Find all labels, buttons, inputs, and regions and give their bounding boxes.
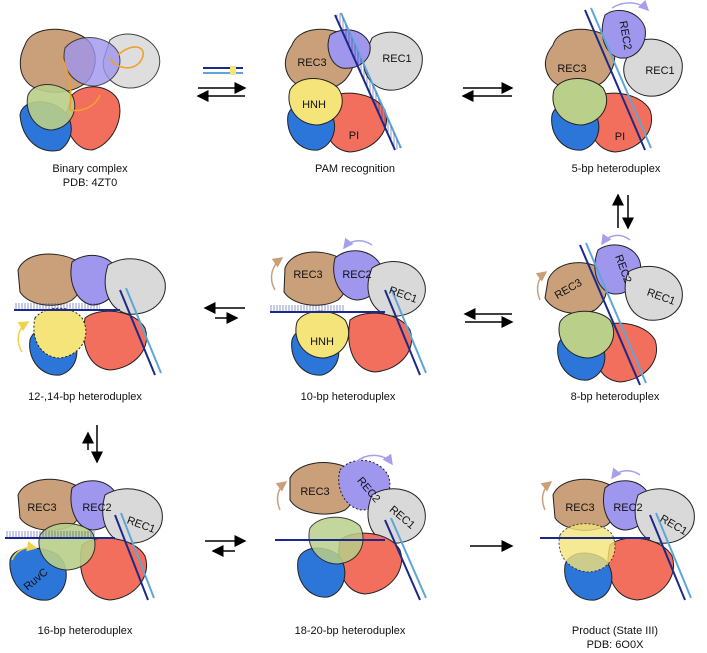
pam-glyph <box>230 66 236 75</box>
rec3-motion-arrow <box>270 257 284 291</box>
rec3-domain <box>544 28 616 91</box>
hnh-domain <box>552 78 608 126</box>
label-rec3: REC3 <box>297 57 326 69</box>
non-target-dna-strand <box>120 512 155 599</box>
caption-pam: PAM recognition <box>315 163 395 175</box>
rec3-motion-arrow <box>275 481 288 511</box>
label-rec2: REC2 <box>82 502 111 514</box>
panel-18-20bp-heteroduplex: REC3 REC2 REC1 <box>275 453 427 601</box>
target-dna-strand <box>384 519 421 601</box>
label-rec3: REC3 <box>27 502 56 514</box>
rec1-domain <box>624 265 683 321</box>
caption-bp8: 8-bp heteroduplex <box>571 391 660 403</box>
rec3-motion-arrow <box>535 271 548 301</box>
panel-5bp-heteroduplex: REC2 REC3 REC1 PI <box>544 0 683 153</box>
label-hnh: HNH <box>310 336 334 348</box>
caption-bp5: 5-bp heteroduplex <box>572 163 661 175</box>
rec1-domain <box>367 261 426 317</box>
label-rec1: REC1 <box>382 53 411 65</box>
caption-bp10: 10-bp heteroduplex <box>301 391 396 403</box>
dna-rungs <box>335 12 401 151</box>
guide-rna <box>61 46 144 112</box>
rec1-domain <box>634 488 695 544</box>
non-target-dna-strand <box>340 12 402 149</box>
non-target-dna-strand <box>390 287 427 374</box>
rec2-domain <box>601 10 646 59</box>
label-hnh: HNH <box>302 99 326 111</box>
caption-product-line1: Product (State III) <box>572 625 658 637</box>
rec2-motion-arrow <box>611 0 650 12</box>
rec2-motion-arrow <box>611 467 641 480</box>
non-target-dna-strand <box>125 287 162 374</box>
label-pi: PI <box>615 131 625 143</box>
non-target-dna-strand <box>590 7 652 149</box>
hnh-domain <box>288 78 343 126</box>
rec1-domain <box>623 38 683 97</box>
panel-12-14bp-heteroduplex <box>14 253 166 376</box>
target-dna-strand <box>384 289 421 376</box>
label-rec3: REC3 <box>565 502 594 514</box>
equilibrium-12bp-16bp <box>82 425 103 464</box>
label-rec2: REC2 <box>616 20 633 51</box>
rec1-domain <box>104 258 166 315</box>
rec2-motion-arrow <box>343 237 373 250</box>
rec3-motion-arrow <box>540 481 553 511</box>
caption-bp12: 12-,14-bp heteroduplex <box>28 391 142 403</box>
hnh-domain <box>558 523 616 573</box>
label-rec1: REC1 <box>645 65 674 77</box>
target-dna-strand <box>114 514 149 601</box>
label-rec3: REC3 <box>300 486 329 498</box>
panel-8bp-heteroduplex: REC2 REC3 REC1 <box>535 233 683 386</box>
hnh-domain <box>33 307 87 359</box>
equilibrium-10bp-12bp <box>203 302 245 324</box>
label-rec3: REC3 <box>557 63 586 75</box>
panel-product-state-iii: REC3 REC2 REC1 <box>540 467 695 601</box>
equilibrium-pam-5bp <box>461 82 514 102</box>
target-dna-strand <box>579 244 641 386</box>
rec2-domain <box>63 36 121 87</box>
target-dna-strand <box>584 9 646 151</box>
label-rec2: REC2 <box>342 269 371 281</box>
equilibrium-8bp-10bp <box>463 308 514 328</box>
caption-bp18: 18-20-bp heteroduplex <box>295 625 406 637</box>
hnh-domain <box>558 310 615 359</box>
rec1-domain <box>102 488 163 544</box>
rec2-motion-arrow <box>601 233 631 246</box>
pi-domain <box>607 537 674 601</box>
label-rec3: REC3 <box>293 269 322 281</box>
pi-domain <box>83 310 147 371</box>
panel-16bp-heteroduplex: REC3 REC2 REC1 RuvC <box>5 478 163 601</box>
equilibrium-16bp-18bp <box>205 535 247 557</box>
hnh-motion-arrow <box>11 541 38 561</box>
target-dna-strand <box>334 14 396 151</box>
equilibrium-5bp-8bp <box>612 193 634 230</box>
panel-binary-complex <box>19 28 161 152</box>
target-dna-strand <box>649 514 686 601</box>
equilibrium-binary-pam <box>196 66 247 102</box>
hnh-motion-arrow <box>17 321 30 353</box>
caption-binary-line1: Binary complex <box>52 163 128 175</box>
non-target-dna-strand <box>655 512 692 599</box>
rec1-domain <box>367 488 426 544</box>
caption-bp16: 16-bp heteroduplex <box>38 625 133 637</box>
hnh-domain <box>26 84 76 131</box>
caption-binary-line2: PDB: 4ZT0 <box>63 177 117 189</box>
non-target-dna-strand <box>390 517 427 599</box>
panel-10bp-heteroduplex: REC3 REC2 REC1 HNH <box>270 237 427 376</box>
pi-domain <box>348 312 412 373</box>
rec2-motion-arrow <box>355 453 393 466</box>
caption-product-line2: PDB: 6O0X <box>587 639 645 651</box>
panel-pam-recognition: REC3 REC1 HNH PI <box>284 12 423 153</box>
label-pi: PI <box>349 130 359 142</box>
pi-domain <box>65 86 121 151</box>
target-dna-strand <box>119 289 156 376</box>
non-target-dna-strand <box>585 242 647 384</box>
label-rec2: REC2 <box>613 502 642 514</box>
